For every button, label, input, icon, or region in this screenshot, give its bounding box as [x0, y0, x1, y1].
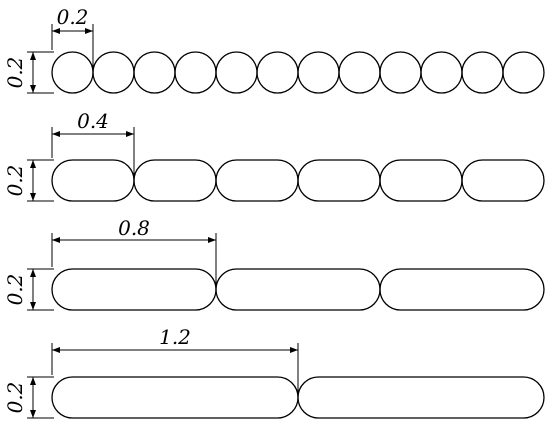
capsule-shape — [379, 268, 545, 311]
capsule-shape — [92, 51, 135, 94]
height-label: 0.2 — [3, 165, 27, 197]
capsule-shape — [256, 51, 299, 94]
capsule-shape — [174, 51, 217, 94]
capsule-shape — [297, 376, 545, 419]
capsule-shape — [133, 159, 217, 202]
length-label: 0.2 — [57, 5, 89, 29]
capsule-shape — [502, 51, 545, 94]
capsule-shape — [420, 51, 463, 94]
capsule-shape — [297, 159, 381, 202]
length-label: 0.4 — [77, 109, 109, 133]
capsule-shape — [461, 159, 545, 202]
capsule-shape — [215, 159, 299, 202]
capsule-shape — [215, 51, 258, 94]
capsule-row-1: 0.2 0.2 — [3, 5, 545, 94]
capsule-shape — [51, 376, 299, 419]
capsule-shape — [51, 159, 135, 202]
capsule-shape — [379, 51, 422, 94]
height-label: 0.2 — [3, 382, 27, 414]
capsule-shape — [133, 51, 176, 94]
length-label: 1.2 — [159, 325, 191, 349]
capsule-shape — [51, 51, 94, 94]
capsule-row-3: 0.8 0.2 — [3, 216, 545, 311]
height-label: 0.2 — [3, 274, 27, 306]
length-label: 0.8 — [118, 216, 150, 240]
capsule-row-2: 0.4 0.2 — [3, 109, 545, 202]
capsule-shape — [379, 159, 463, 202]
capsule-shape — [297, 51, 340, 94]
capsule-shape — [461, 51, 504, 94]
capsule-shape — [51, 268, 217, 311]
height-label: 0.2 — [3, 57, 27, 89]
capsule-row-4: 1.2 0.2 — [3, 325, 545, 419]
capsule-shape — [338, 51, 381, 94]
capsule-shape — [215, 268, 381, 311]
